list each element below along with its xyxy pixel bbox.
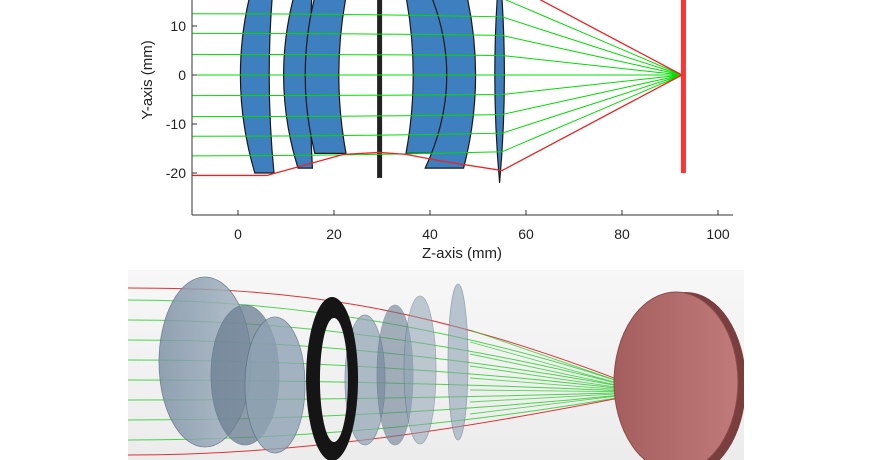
x-tick-label: 0 — [234, 226, 242, 242]
green-ray-1 — [504, 0, 683, 76]
render-lens-disc-3 — [244, 316, 306, 454]
green-ray-7 — [192, 74, 683, 118]
render-image-sensor — [613, 291, 744, 460]
lens-3d-render — [128, 270, 744, 460]
plot-content — [192, 0, 686, 183]
y-tick-label: -10 — [166, 116, 186, 132]
y-tick-label: 0 — [178, 67, 186, 83]
x-axis-label: Z-axis (mm) — [422, 245, 502, 262]
render-red-ray-bottom — [128, 391, 651, 456]
render-lens-disc-7 — [447, 283, 469, 441]
render-aperture-ring — [306, 297, 359, 460]
x-tick-label: 40 — [422, 226, 438, 242]
red-marginal-ray-2 — [192, 74, 683, 177]
green-ray-9 — [192, 74, 683, 157]
green-ray-4 — [192, 53, 683, 76]
green-ray-2 — [192, 13, 683, 76]
lens-element-5 — [424, 0, 477, 169]
x-tick-label: 80 — [614, 226, 630, 242]
green-ray-6 — [192, 74, 683, 97]
lens-element-3 — [304, 0, 347, 154]
green-ray-8 — [192, 74, 683, 137]
green-ray-3 — [192, 32, 683, 76]
x-tick-label: 20 — [326, 226, 342, 242]
y-tick-label: -20 — [166, 165, 186, 181]
x-tick-label: 100 — [706, 226, 730, 242]
aperture-stop — [377, 0, 383, 178]
y-tick-label: 10 — [170, 18, 186, 34]
x-tick-label: 60 — [518, 226, 534, 242]
lens-element-6 — [494, 0, 505, 183]
render-lenses — [158, 276, 469, 460]
y-axis-label: Y-axis (mm) — [139, 40, 156, 119]
image-plane — [680, 0, 686, 174]
plot-axes — [191, 0, 733, 216]
render-lens-disc-6 — [403, 295, 437, 445]
render-sensor-face — [613, 291, 739, 460]
